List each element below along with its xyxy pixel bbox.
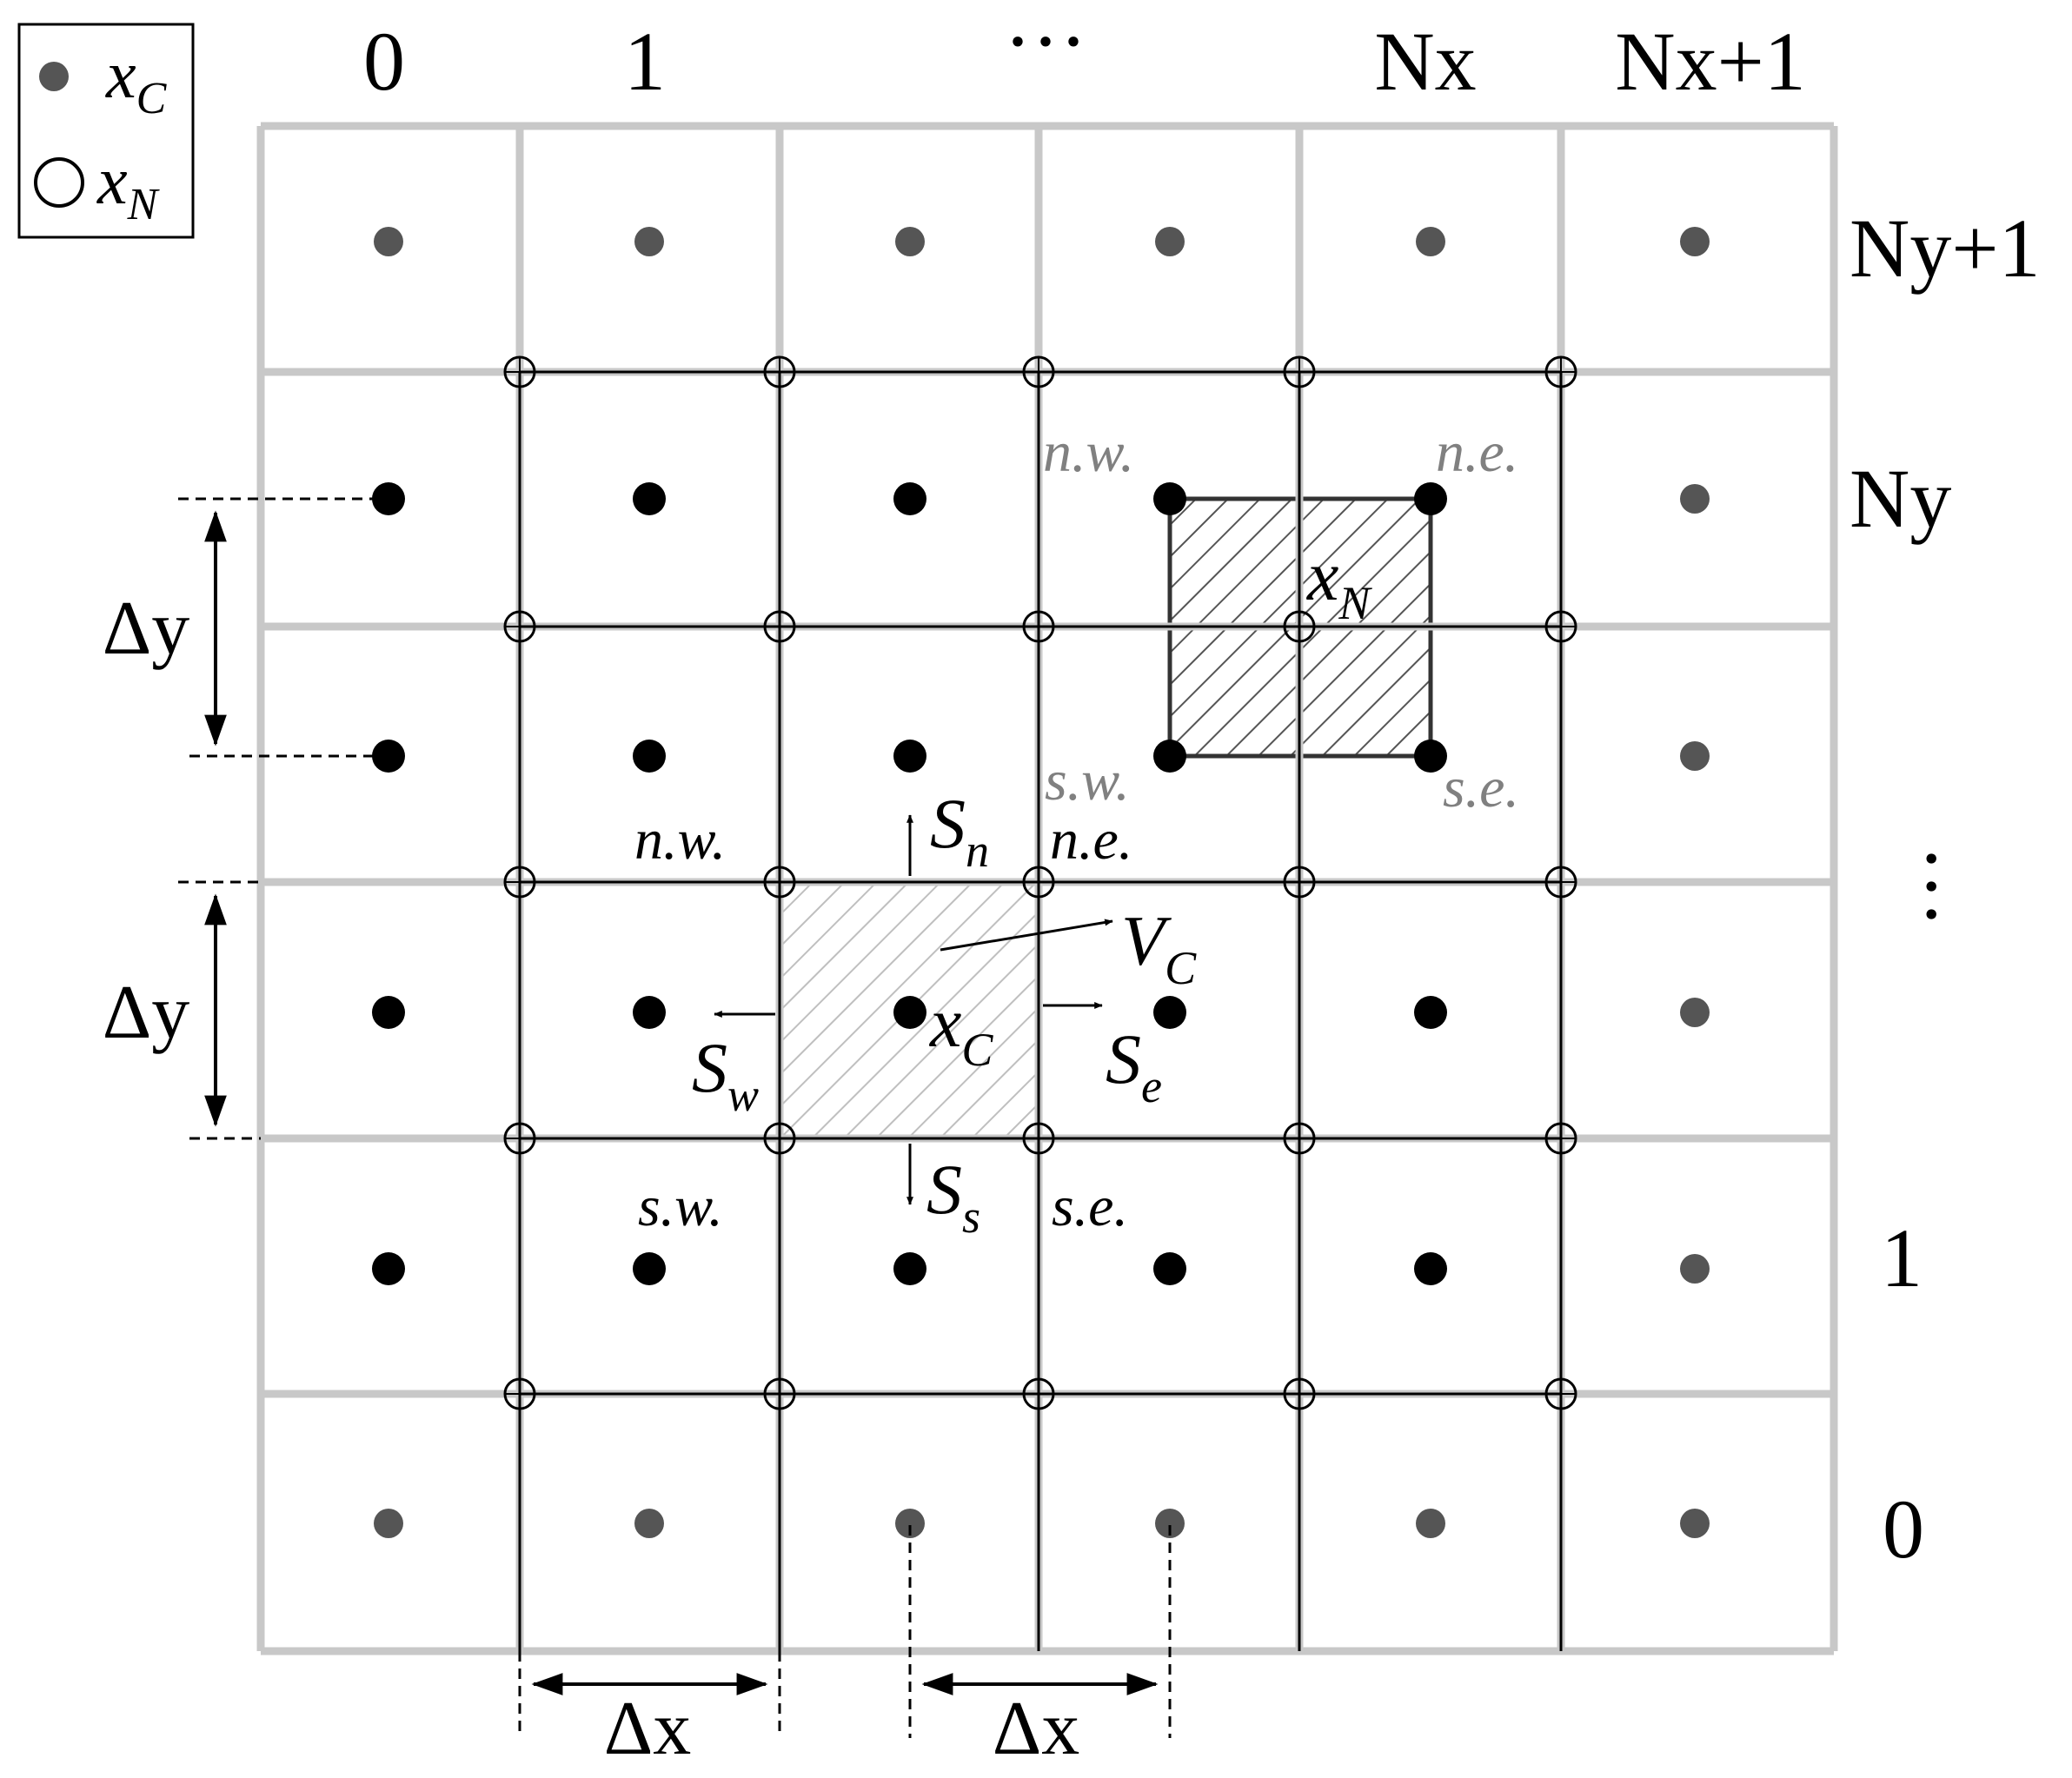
dx-label-left: Δx [604,1687,692,1771]
vc-label: VC [1121,901,1197,994]
cell-volume-labels: Sn Ss Se Sw VC xC n.w. n.e. s.w. s.e. [634,784,1197,1243]
cell-center-point-r5-c1 [634,1509,664,1538]
column-label-nx: Nx [1374,15,1476,108]
cell-center-point-r4-c5 [1680,1254,1710,1284]
cell-center-point-r5-c5 [1680,1509,1710,1538]
cell-center-point-r3-c2 [893,996,926,1029]
vc-arrow [940,919,1113,952]
dx-label-right: Δx [993,1687,1080,1771]
ss-label: Ss [926,1150,980,1243]
cell-center-point-r3-c1 [633,996,666,1029]
sw-label: Sw [692,1028,759,1121]
column-label-ellipsis: ··· [1004,0,1087,88]
cell-center-point-r4-c1 [633,1252,666,1285]
cell-center-point-r0-c3 [1155,227,1185,256]
column-label-nx-plus-1: Nx+1 [1615,15,1805,108]
cell-center-point-r1-c2 [893,482,926,515]
cell-center-point-r2-c5 [1680,741,1710,771]
dy-label-upper: Δy [103,587,190,671]
cell-center-points [372,227,1710,1538]
cell-corner-ne: n.e. [1050,808,1132,872]
cell-center-point-r1-c3 [1153,482,1186,515]
row-label-ny-plus-1: Ny+1 [1850,202,2040,295]
cell-center-point-r4-c4 [1414,1252,1447,1285]
cell-center-point-r4-c2 [893,1252,926,1285]
cell-center-point-r0-c4 [1416,227,1445,256]
cell-center-point-r2-c1 [633,740,666,773]
node-corner-ne: n.e. [1436,421,1518,484]
column-label-0: 0 [363,15,405,108]
cell-center-point-r0-c0 [374,227,403,256]
cell-center-point-r1-c0 [372,482,405,515]
cell-center-point-r2-c0 [372,740,405,773]
dy-label-lower: Δy [103,971,190,1055]
cell-center-point-r0-c5 [1680,227,1710,256]
sn-label: Sn [930,784,989,877]
cell-center-point-r4-c0 [372,1252,405,1285]
legend-node-marker [34,157,84,208]
legend-node-label: xN [96,143,161,229]
cell-center-point-r5-c3 [1155,1509,1185,1538]
cell-center-point-r5-c4 [1416,1509,1445,1538]
cell-center-point-r1-c5 [1680,484,1710,514]
cell-center-point-r3-c4 [1414,996,1447,1029]
cell-corner-se: s.e. [1052,1175,1128,1238]
node-corner-sw: s.w. [1045,749,1130,813]
cell-center-point-r5-c0 [374,1509,403,1538]
cell-center-point-r4-c3 [1153,1252,1186,1285]
cell-center-point-r0-c2 [895,227,925,256]
cell-center-point-r1-c1 [633,482,666,515]
column-label-1: 1 [624,15,666,108]
node-volume-labels: xN n.w. n.e. s.w. s.e. [1043,421,1519,819]
se-label: Se [1106,1019,1162,1112]
cell-center-point-r3-c3 [1153,996,1186,1029]
node-corner-nw: n.w. [1043,421,1134,484]
legend-cell-center-marker [39,62,69,91]
dx-dimensions [518,1525,1172,1738]
cell-center-point-r1-c4 [1414,482,1447,515]
row-label-ellipsis: ··· [1885,845,1978,928]
cell-center-point-r2-c4 [1414,740,1447,773]
cell-center-point-r2-c2 [893,740,926,773]
row-label-ny: Ny [1850,452,1951,545]
cell-center-point-r0-c1 [634,227,664,256]
dy-dimensions [178,497,387,1140]
node-corner-se: s.e. [1443,756,1519,819]
node-points [503,355,1577,1410]
cell-corner-sw: s.w. [638,1175,723,1238]
xn-center-label: xN [1306,536,1372,629]
surface-normal-arrows [714,814,1113,1205]
cell-center-point-r2-c3 [1153,740,1186,773]
legend-cell-center-label: xC [105,36,168,123]
row-labels: Ny+1 Ny ··· 1 0 [1850,202,2040,1576]
cell-center-point-r3-c0 [372,996,405,1029]
cell-center-point-r5-c2 [895,1509,925,1538]
xc-center-label: xC [929,983,993,1076]
cell-center-point-r3-c5 [1680,998,1710,1027]
row-label-1: 1 [1881,1211,1923,1304]
column-labels: 0 1 ··· Nx Nx+1 [363,0,1806,108]
legend: xC xN [17,23,195,239]
cell-corner-nw: n.w. [634,808,726,872]
row-label-0: 0 [1883,1483,1924,1576]
